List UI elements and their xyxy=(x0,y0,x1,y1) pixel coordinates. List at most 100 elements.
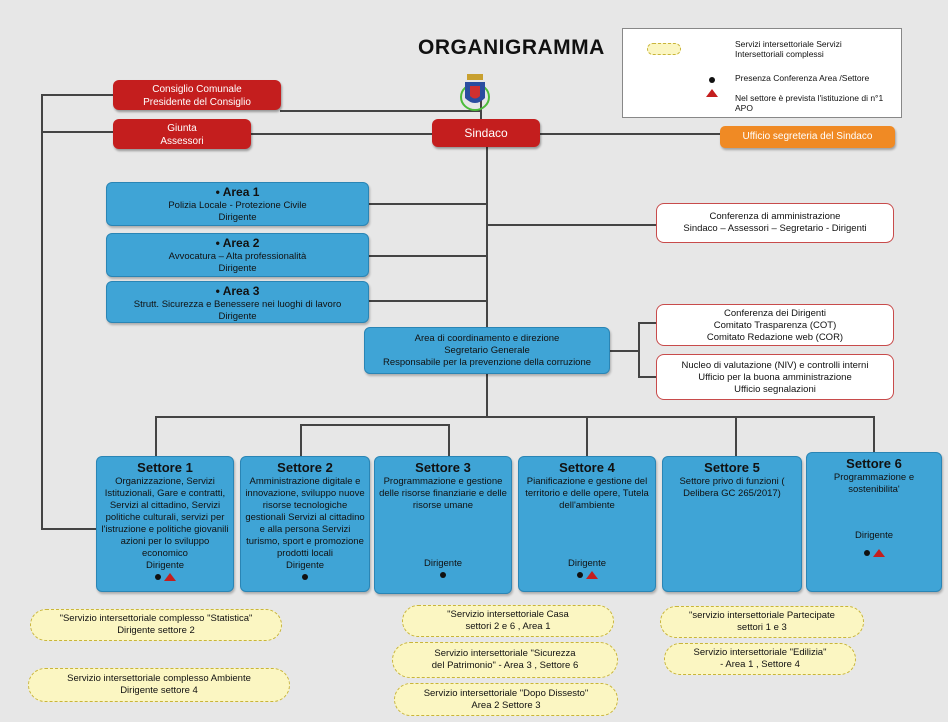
settore-3-title: Settore 3 xyxy=(415,460,471,475)
legend-label-intersettoriale: Servizi intersettoriale Servizi Interset… xyxy=(735,39,842,59)
settore-6-desc: Programmazione e sostenibilita' xyxy=(833,472,915,495)
line-left-consiglio xyxy=(41,94,113,96)
settore-5-desc: Settore privo di funzioni ( Delibera GC … xyxy=(679,476,785,499)
conferenza-dir-line1: Conferenza dei Dirigenti xyxy=(724,308,826,319)
nucleo-valutazione-box: Nucleo di valutazione (NIV) e controlli … xyxy=(656,354,894,400)
line-sindaco-ufficio xyxy=(540,133,720,135)
sindaco-label: Sindaco xyxy=(464,126,508,140)
line-settore5-drop xyxy=(735,416,737,456)
legend-dot-icon xyxy=(709,77,715,83)
ambiente-line2: Dirigente settore 4 xyxy=(120,685,198,696)
settore-2-markers xyxy=(244,572,366,584)
servizio-casa: "Servizio intersettoriale Casa settori 2… xyxy=(402,605,614,637)
apo-triangle-icon xyxy=(872,549,885,558)
area-3-role: Dirigente xyxy=(218,311,257,322)
conferenza-dir-line3: Comitato Redazione web (COR) xyxy=(706,332,844,343)
area-3-title: • Area 3 xyxy=(215,284,260,298)
dissesto-line1: Servizio intersettoriale "Dopo Dissesto" xyxy=(423,688,589,699)
edilizia-line2: - Area 1 , Settore 4 xyxy=(720,659,800,670)
settore-6-role: Dirigente xyxy=(854,530,894,541)
line-area1 xyxy=(368,203,486,205)
settore-2-title: Settore 2 xyxy=(277,460,333,475)
settore-3-box: Settore 3 Programmazione e gestione dell… xyxy=(374,456,512,594)
servizio-statistica: "Servizio intersettoriale complesso "Sta… xyxy=(30,609,282,641)
settore-2-role: Dirigente xyxy=(285,560,325,571)
settore-1-markers xyxy=(100,572,230,584)
conferenza-dot-icon xyxy=(440,572,446,579)
patrimonio-line2: del Patrimonio" - Area 3 , Settore 6 xyxy=(431,660,579,671)
conferenza-amm-line2: Sindaco – Assessori – Segretario - Dirig… xyxy=(683,223,867,234)
settore-6-markers xyxy=(810,548,938,560)
line-left-giunta xyxy=(41,131,113,133)
nucleo-line1: Nucleo di valutazione (NIV) e controlli … xyxy=(681,360,869,371)
settore-6-box: Settore 6 Programmazione e sostenibilita… xyxy=(806,452,942,592)
line-to-conferenza-dir xyxy=(638,322,656,324)
line-consiglio-sindaco xyxy=(280,110,480,112)
line-central-spine xyxy=(486,147,488,417)
area-1-role: Dirigente xyxy=(218,212,257,223)
ufficio-segreteria-label: Ufficio segreteria del Sindaco xyxy=(742,131,873,142)
line-giunta-sindaco xyxy=(250,133,432,135)
conferenza-dirigenti-box: Conferenza dei Dirigenti Comitato Traspa… xyxy=(656,304,894,346)
page-title: ORGANIGRAMMA xyxy=(418,36,605,59)
settore-4-markers xyxy=(522,570,652,582)
line-coord-right xyxy=(610,350,638,352)
casa-line2: settori 2 e 6 , Area 1 xyxy=(465,621,551,632)
nucleo-line2: Ufficio per la buona amministrazione xyxy=(698,372,852,383)
apo-triangle-icon xyxy=(585,571,598,580)
line-settore2-bus xyxy=(300,424,448,426)
crest-icon xyxy=(458,70,492,112)
legend-label-apo: Nel settore è prevista l'istituzione di … xyxy=(735,93,884,113)
area-1-desc: Polizia Locale - Protezione Civile xyxy=(168,200,307,211)
line-settori-bus xyxy=(155,416,875,418)
edilizia-line1: Servizio intersettoriale "Edilizia" xyxy=(693,647,827,658)
casa-line1: "Servizio intersettoriale Casa xyxy=(447,609,569,620)
servizio-edilizia: Servizio intersettoriale "Edilizia" - Ar… xyxy=(664,643,856,675)
servizio-ambiente: Servizio intersettoriale complesso Ambie… xyxy=(28,668,290,702)
ufficio-segreteria-box: Ufficio segreteria del Sindaco xyxy=(720,126,895,148)
coordinamento-line1: Area di coordinamento e direzione xyxy=(414,333,560,344)
ambiente-line1: Servizio intersettoriale complesso Ambie… xyxy=(67,673,251,684)
line-left-spine xyxy=(41,94,43,529)
settore-4-role: Dirigente xyxy=(567,558,607,569)
area-2-title: • Area 2 xyxy=(215,236,260,250)
area-1-box: • Area 1 Polizia Locale - Protezione Civ… xyxy=(106,182,369,226)
settore-4-title: Settore 4 xyxy=(559,460,615,475)
settore-1-title: Settore 1 xyxy=(137,460,193,475)
patrimonio-line1: Servizio intersettoriale "Sicurezza xyxy=(434,648,576,659)
line-settore6-drop xyxy=(873,416,875,452)
partecipate-line1: "servizio intersettoriale Partecipate xyxy=(689,610,835,621)
statistica-line1: "Servizio intersettoriale complesso "Sta… xyxy=(59,613,253,624)
conferenza-dir-line2: Comitato Trasparenza (COT) xyxy=(713,320,837,331)
settore-3-role: Dirigente xyxy=(423,558,463,569)
legend-box: Servizi intersettoriale Servizi Interset… xyxy=(622,28,902,118)
coordinamento-box: Area di coordinamento e direzione Segret… xyxy=(364,327,610,374)
settore-3-markers xyxy=(378,570,508,582)
servizio-partecipate: "servizio intersettoriale Partecipate se… xyxy=(660,606,864,638)
settore-1-box: Settore 1 Organizzazione, Servizi Istitu… xyxy=(96,456,234,592)
area-3-desc: Strutt. Sicurezza e Benessere nei luoghi… xyxy=(133,299,342,310)
area-2-desc: Avvocatura – Alta professionalità xyxy=(168,251,307,262)
giunta-line2: Assessori xyxy=(160,136,204,147)
conferenza-amministrazione-box: Conferenza di amministrazione Sindaco – … xyxy=(656,203,894,243)
statistica-line2: Dirigente settore 2 xyxy=(117,625,195,636)
legend-label-conferenza: Presenza Conferenza Area /Settore xyxy=(735,73,870,83)
giunta-box: Giunta Assessori xyxy=(113,119,251,149)
line-to-nucleo xyxy=(638,376,656,378)
dissesto-line2: Area 2 Settore 3 xyxy=(471,700,541,711)
partecipate-line2: settori 1 e 3 xyxy=(737,622,787,633)
line-settore3-drop xyxy=(448,424,450,456)
line-area2 xyxy=(368,255,486,257)
line-left-to-settore1 xyxy=(41,528,97,530)
consiglio-comunale-box: Consiglio Comunale Presidente del Consig… xyxy=(113,80,281,110)
servizio-dopo-dissesto: Servizio intersettoriale "Dopo Dissesto"… xyxy=(394,683,618,716)
line-conferenza-amm xyxy=(486,224,656,226)
conferenza-dot-icon xyxy=(154,574,161,581)
consiglio-line2: Presidente del Consiglio xyxy=(143,97,251,108)
conferenza-amm-line1: Conferenza di amministrazione xyxy=(709,211,841,222)
area-1-title: • Area 1 xyxy=(215,185,260,199)
settore-4-desc: Pianificazione e gestione del territorio… xyxy=(525,476,649,511)
area-2-role: Dirigente xyxy=(218,263,257,274)
settore-2-box: Settore 2 Amministrazione digitale e inn… xyxy=(240,456,370,592)
settore-4-box: Settore 4 Pianificazione e gestione del … xyxy=(518,456,656,592)
